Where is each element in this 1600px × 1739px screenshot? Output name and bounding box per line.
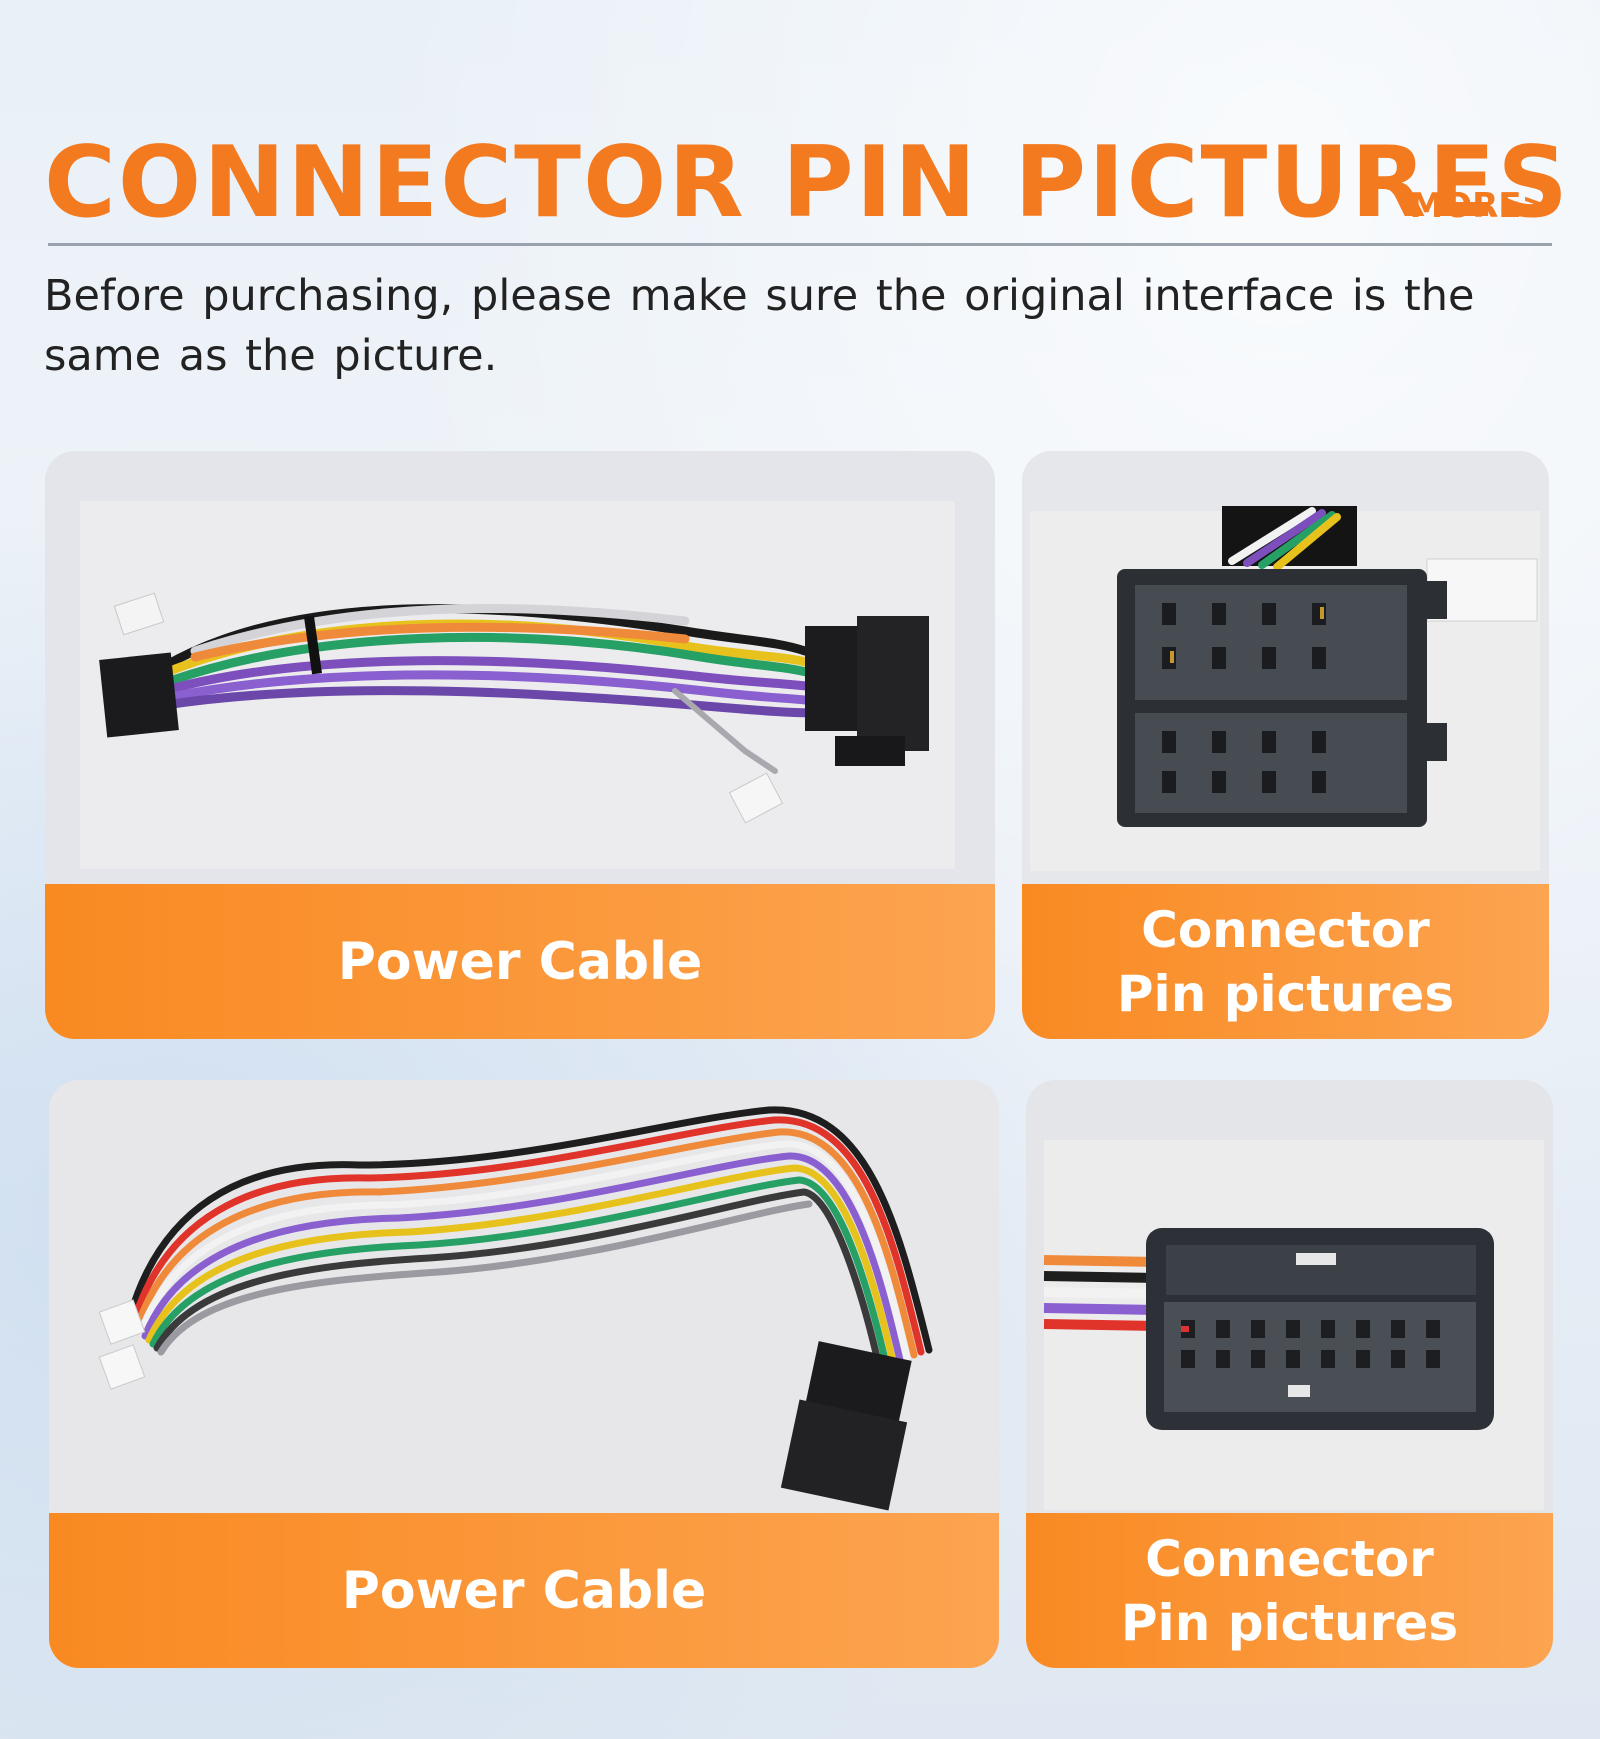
card-label: Connector Pin pictures <box>1121 1527 1458 1655</box>
card-label-line-1: Connector <box>1145 1529 1434 1588</box>
product-card-connector-pins-1[interactable]: Connector Pin pictures <box>1022 451 1549 1039</box>
iso-connector-photo <box>1022 451 1549 884</box>
card-label-band: Power Cable <box>49 1513 999 1668</box>
card-label-band: Connector Pin pictures <box>1026 1513 1553 1668</box>
title-divider <box>48 243 1552 246</box>
page-title: CONNECTOR PIN PICTURES <box>44 126 1570 240</box>
wiring-harness-photo <box>45 451 995 884</box>
card-label-band: Power Cable <box>45 884 995 1039</box>
card-label-line-2: Pin pictures <box>1120 1593 1459 1652</box>
card-label-line-2: Pin pictures <box>1116 964 1455 1023</box>
card-label-band: Connector Pin pictures <box>1022 884 1549 1039</box>
product-card-connector-pins-2[interactable]: Connector Pin pictures <box>1026 1080 1553 1668</box>
card-label: Power Cable <box>337 931 703 992</box>
card-label: Power Cable <box>341 1560 707 1621</box>
card-label-line-1: Connector <box>1141 900 1430 959</box>
product-card-power-cable-1[interactable]: Power Cable <box>45 451 995 1039</box>
product-card-power-cable-2[interactable]: Power Cable <box>49 1080 999 1668</box>
intro-text: Before purchasing, please make sure the … <box>44 271 1475 381</box>
wiring-harness-photo <box>49 1080 999 1513</box>
block-connector-photo <box>1026 1080 1553 1513</box>
more-link[interactable]: MORE> <box>1409 186 1550 226</box>
card-label: Connector Pin pictures <box>1117 898 1454 1026</box>
